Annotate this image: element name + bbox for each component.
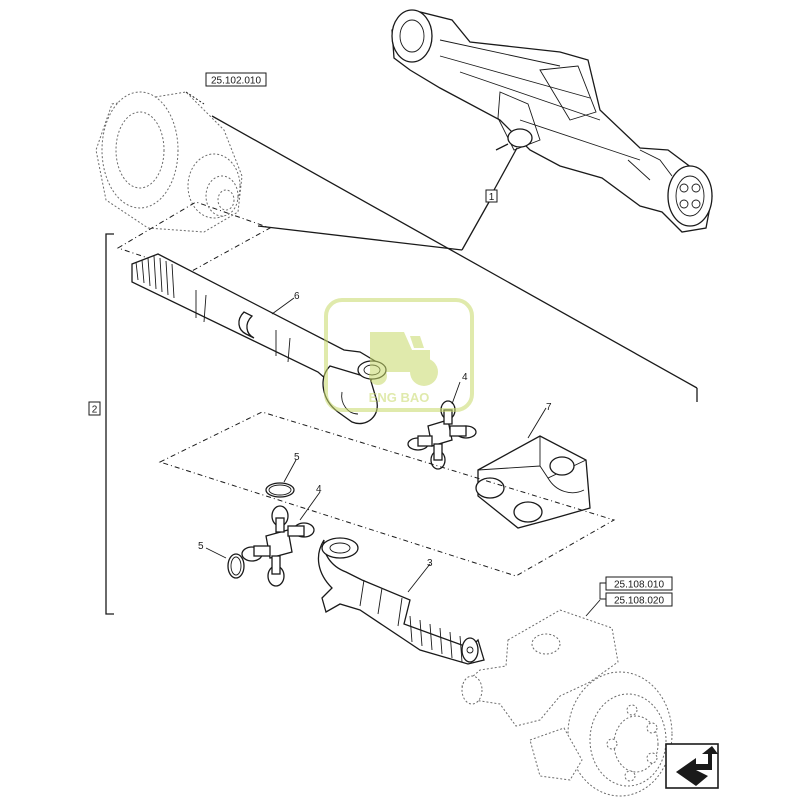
differential-ghost [95,91,243,233]
next-page-arrow-icon[interactable] [665,743,719,789]
callout-2: 2 [92,405,98,416]
callout-4-upper: 4 [462,372,468,383]
callout-5-lower: 5 [198,541,204,552]
reference-box-25-108-020[interactable]: 25.108.020 [605,592,673,607]
steering-knuckle-ghost [461,609,673,797]
watermark-logo: ENG BAO [324,298,474,412]
reference-box-25-108-010[interactable]: 25.108.010 [605,576,673,591]
ref-label-lower-2: 25.108.020 [614,596,664,607]
reference-box-25-102-010[interactable]: 25.102.010 [205,72,267,87]
group-1-leaders [211,115,698,402]
universal-joint-cross-upper [407,400,477,470]
snap-ring-upper [265,482,295,498]
callout-leaders [205,297,601,617]
group-2-bracket [105,233,114,615]
snap-ring-lower [227,553,245,579]
callout-5-upper: 5 [294,452,300,463]
ref-label-lower-1: 25.108.010 [614,580,664,591]
universal-joint-cross-lower [241,505,315,587]
coupling-housing [475,435,591,529]
callout-6: 6 [294,291,300,302]
yoke-shaft [317,537,485,665]
callout-box-1: 1 [485,189,498,203]
callout-1: 1 [489,192,495,203]
axle-assembly-drawing [391,9,713,233]
axle-shaft [131,253,387,425]
callout-7: 7 [546,402,552,413]
watermark-text: ENG BAO [369,390,430,405]
callout-box-2: 2 [88,401,101,416]
callout-3: 3 [427,558,433,569]
ref-label-upper: 25.102.010 [211,76,261,87]
callout-4-lower: 4 [316,484,322,495]
